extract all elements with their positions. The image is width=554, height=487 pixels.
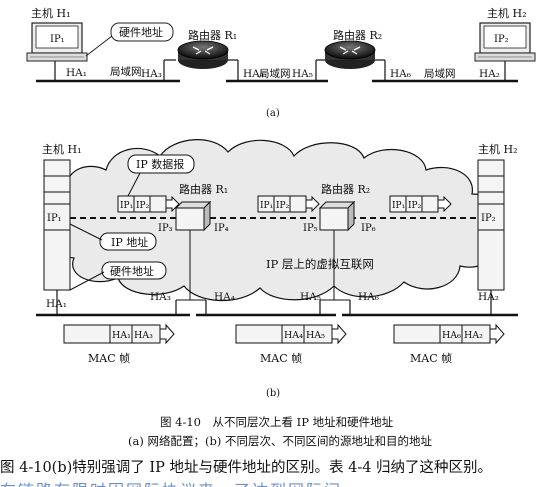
cropped-text-line: 在链路有限时因网际协议来一了达到网际间 bbox=[0, 477, 554, 487]
ip-datagram-1: IP₁ IP₂ bbox=[117, 195, 180, 213]
host-h1-ip-b: IP₁ bbox=[47, 213, 62, 224]
mac-frame-1-label: MAC 帧 bbox=[88, 351, 130, 365]
figure-subtitle: (a) 网络配置；(b) 不同层次、不同区间的源地址和目的地址 bbox=[128, 434, 432, 448]
ha6-label: HA₆ bbox=[390, 68, 411, 80]
network-links-b bbox=[36, 299, 518, 317]
datagram-2-src-ip: IP₁ bbox=[260, 201, 273, 211]
ha2-label-b: HA₂ bbox=[478, 291, 499, 303]
ha1-label-b: HA₁ bbox=[46, 298, 67, 310]
router-r2-box bbox=[318, 200, 356, 300]
ip-address-callout-label: IP 地址 bbox=[111, 235, 148, 249]
ha2-label: HA₂ bbox=[479, 68, 500, 80]
ha4-label: HA₄ bbox=[243, 68, 264, 80]
datagram-2-dst-ip: IP₂ bbox=[276, 201, 290, 211]
datagram-1-dst-ip: IP₂ bbox=[136, 201, 150, 211]
router-r2-icon bbox=[324, 40, 376, 69]
router-r1-box bbox=[174, 200, 212, 300]
host-h1-computer-icon bbox=[26, 22, 88, 62]
ha3-label-b: HA₃ bbox=[150, 291, 171, 303]
hw-address-callout: 硬件地址 bbox=[85, 22, 174, 57]
ip-datagram-callout-label: IP 数据报 bbox=[136, 157, 184, 171]
datagram-1-src-ip: IP₁ bbox=[120, 201, 133, 211]
diagram-a: 主机 H₁ IP₁ 硬件地址 主机 H₂ IP₂ 路由器 R₁ bbox=[26, 6, 536, 119]
router-r1-label: 路由器 R₁ bbox=[188, 28, 237, 42]
ip-address-callout: IP 地址 bbox=[69, 223, 157, 251]
datagram-3-src-ip: IP₁ bbox=[392, 201, 405, 211]
virtual-internet-label: IP 层上的虚拟互联网 bbox=[266, 257, 374, 271]
router-r1-icon bbox=[177, 40, 229, 69]
ip-datagram-3: IP₁ IP₂ bbox=[389, 195, 452, 213]
host-h2-ip-b: IP₂ bbox=[481, 213, 496, 224]
lan-label-3: 局域网 bbox=[424, 67, 456, 80]
router-r2-label: 路由器 R₂ bbox=[333, 28, 382, 42]
mac-frame-1-dst: HA₃ bbox=[134, 330, 153, 341]
router-r2-label-b: 路由器 R₂ bbox=[321, 182, 370, 196]
ip4-label: IP₄ bbox=[214, 223, 229, 234]
host-h2-ip: IP₂ bbox=[494, 34, 509, 45]
diagram-b: 主机 H₁ IP₁ 主机 H₂ IP₂ 路由器 R₁ 路由 bbox=[36, 139, 518, 399]
host-h2-label: 主机 H₂ bbox=[487, 6, 527, 20]
diagram-a-label: (a) bbox=[266, 108, 280, 119]
mac-frame-1-src: HA₁ bbox=[112, 330, 131, 341]
hw-address-callout-b: 硬件地址 bbox=[69, 261, 167, 291]
mac-frame-2-dst: HA₅ bbox=[306, 330, 325, 341]
figure-title: 图 4-10 从不同层次上看 IP 地址和硬件地址 bbox=[160, 415, 394, 429]
body-paragraph: 图 4-10(b)特别强调了 IP 地址与硬件地址的区别。表 4-4 归纳了这种… bbox=[0, 460, 493, 476]
router-r1-label-b: 路由器 R₁ bbox=[179, 182, 228, 196]
mac-frame-1: HA₁ HA₃ bbox=[63, 323, 175, 345]
lan-label-2: 局域网 bbox=[259, 67, 291, 80]
diagram-b-label: (b) bbox=[266, 388, 280, 399]
ha5-label: HA₅ bbox=[292, 68, 313, 80]
mac-frame-3-label: MAC 帧 bbox=[410, 351, 452, 365]
ha1-label: HA₁ bbox=[66, 67, 87, 79]
hw-address-callout-label: 硬件地址 bbox=[119, 25, 163, 39]
host-h2-label-b: 主机 H₂ bbox=[478, 142, 518, 156]
datagram-3-dst-ip: IP₂ bbox=[408, 201, 422, 211]
network-links-a bbox=[36, 59, 518, 83]
host-h1-label-b: 主机 H₁ bbox=[42, 142, 82, 156]
host-h1-ip: IP₁ bbox=[50, 34, 65, 45]
mac-frame-2-src: HA₄ bbox=[284, 330, 303, 341]
host-h1-protocol-stack bbox=[43, 159, 71, 314]
mac-frame-2-label: MAC 帧 bbox=[260, 351, 302, 365]
ha3-label: HA₃ bbox=[141, 68, 162, 80]
ip5-label: IP₅ bbox=[303, 223, 318, 234]
ip6-label: IP₆ bbox=[361, 223, 376, 234]
hw-address-callout-b-label: 硬件地址 bbox=[110, 264, 154, 278]
ip-datagram-callout: IP 数据报 bbox=[127, 154, 195, 197]
mac-frame-3: HA₆ HA₂ bbox=[393, 323, 505, 345]
host-h1-label: 主机 H₁ bbox=[31, 6, 71, 20]
ip3-label: IP₃ bbox=[158, 223, 173, 234]
host-h2-protocol-stack bbox=[477, 159, 505, 314]
mac-frame-3-dst: HA₂ bbox=[464, 330, 483, 341]
mac-frame-2: HA₄ HA₅ bbox=[235, 323, 347, 345]
ha4-label-b: HA₄ bbox=[214, 291, 235, 303]
ip-datagram-2: IP₁ IP₂ bbox=[257, 195, 320, 213]
lan-label-1: 局域网 bbox=[110, 65, 142, 78]
mac-frame-3-src: HA₆ bbox=[442, 330, 461, 341]
ha5-label-b: HA₅ bbox=[300, 291, 321, 303]
ha6-label-b: HA₆ bbox=[358, 291, 379, 303]
